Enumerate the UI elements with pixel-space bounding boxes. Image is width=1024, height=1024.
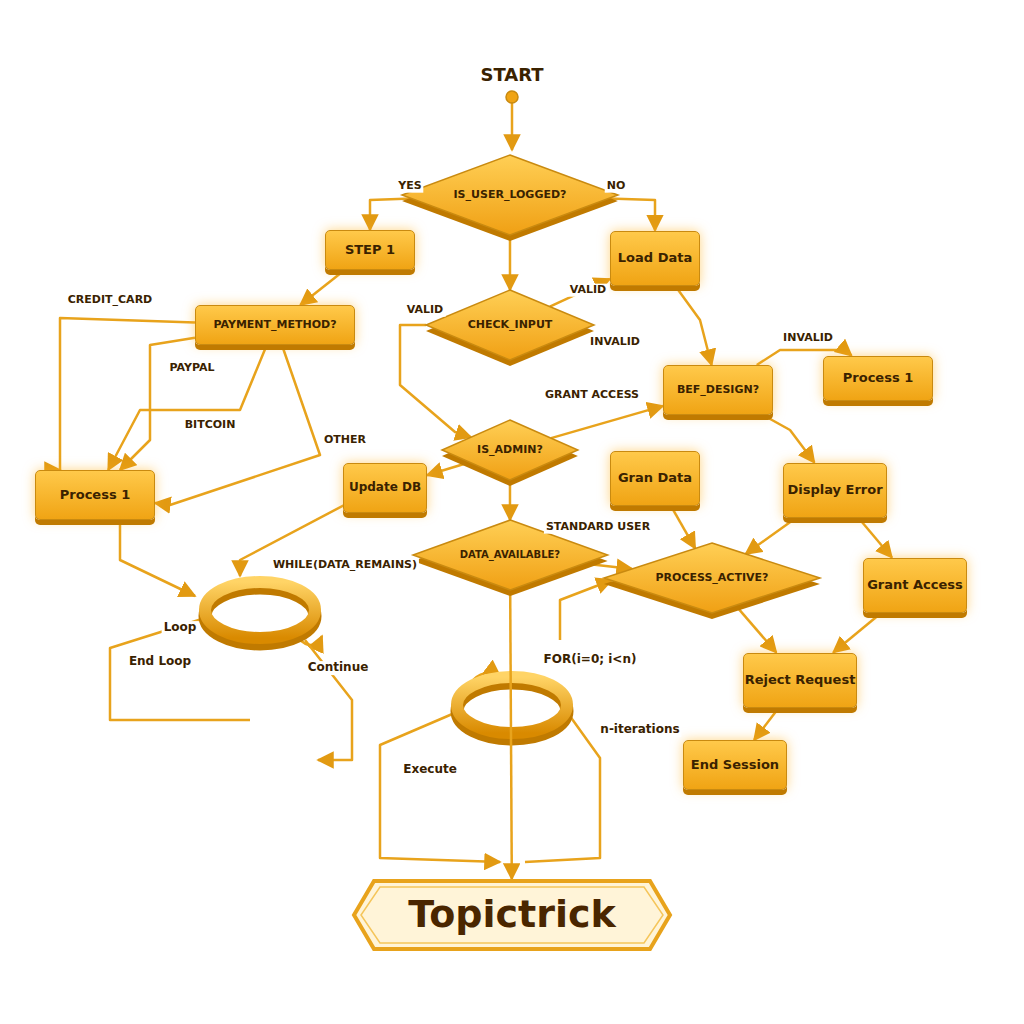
process-box: Grant Access: [863, 558, 967, 613]
flow-connector: [108, 345, 267, 470]
node-text: End Session: [691, 758, 779, 773]
start-dot: [506, 91, 518, 103]
decision-box: BEF_DESIGN?: [663, 365, 773, 415]
flow-connector: [300, 270, 344, 305]
process-box: Process 1: [35, 470, 155, 520]
node-text: CHECK_INPUT: [468, 319, 553, 332]
decision-diamond: CHECK_INPUT: [426, 290, 594, 360]
loop-wire: [305, 640, 352, 760]
flow-connector: [858, 518, 892, 558]
node-text: PROCESS_ACTIVE?: [656, 572, 769, 585]
node-text: Grant Access: [867, 578, 963, 593]
flow-connector: [60, 318, 195, 470]
edge-label: OTHER: [322, 434, 368, 447]
node-text: Topictrick: [408, 893, 615, 937]
loop-label: Continue: [306, 661, 371, 675]
flow-connector: [833, 613, 881, 653]
edge-label: BITCOIN: [183, 419, 238, 432]
loop-label: Loop: [162, 621, 199, 635]
flow-connector: [746, 518, 797, 554]
node-text: IS_USER_LOGGED?: [454, 189, 567, 202]
flow-connector: [509, 480, 512, 520]
edge-label: VALID: [405, 304, 446, 317]
brand-banner: Topictrick: [352, 879, 672, 951]
process-box: End Session: [683, 740, 787, 790]
node-text: Gran Data: [618, 471, 692, 486]
edge-label: STANDARD USER: [544, 521, 652, 534]
node-text: Process 1: [843, 371, 913, 386]
node-text: IS_ADMIN?: [477, 444, 543, 457]
flow-connector: [550, 279, 610, 307]
flow-connector: [609, 198, 655, 230]
decision-diamond: IS_ADMIN?: [442, 420, 578, 480]
node-text: Update DB: [349, 481, 421, 495]
flow-connector: [155, 345, 320, 505]
start-label: START: [478, 65, 545, 86]
process-box: Process 1: [823, 356, 933, 401]
edge-label: NO: [605, 180, 628, 193]
flow-connector: [671, 506, 695, 549]
node-text: Process 1: [60, 488, 130, 503]
edge-label: VALID: [568, 284, 609, 297]
flow-connector: [120, 338, 195, 470]
process-box: Load Data: [610, 231, 700, 286]
node-text: Load Data: [618, 251, 692, 266]
node-text: STEP 1: [345, 243, 395, 258]
loop-label: WHILE(DATA_REMAINS): [271, 559, 419, 572]
edge-label: GRANT ACCESS: [543, 389, 641, 402]
loop-label: n-iterations: [598, 723, 681, 737]
decision-box: PAYMENT_METHOD?: [195, 305, 355, 345]
loop-label: Execute: [401, 763, 459, 777]
decision-diamond: IS_USER_LOGGED?: [402, 155, 618, 235]
flow-connector: [509, 235, 512, 290]
process-box: Update DB: [343, 463, 427, 513]
loop-wire: [560, 580, 612, 640]
flow-connector: [736, 605, 777, 652]
process-box: Gran Data: [610, 451, 700, 506]
loop-label: End Loop: [127, 655, 193, 669]
start-arrow: [511, 102, 514, 150]
flow-connector: [754, 708, 779, 741]
process-box: Reject Request: [743, 653, 857, 708]
while-ring: [205, 582, 315, 644]
node-text: BEF_DESIGN?: [677, 384, 759, 397]
loop-label: FOR(i=0; i<n): [542, 653, 639, 667]
flow-connector: [551, 406, 663, 438]
edge-label: PAYPAL: [167, 362, 216, 375]
loop-label: INVALID: [588, 336, 642, 349]
node-text: Reject Request: [745, 673, 856, 688]
flow-connector: [510, 590, 512, 879]
decision-diamond: PROCESS_ACTIVE?: [604, 543, 820, 613]
edge-label: INVALID: [781, 332, 835, 345]
process-box: Display Error: [783, 463, 887, 518]
flow-connector: [763, 415, 814, 463]
edge-label: YES: [396, 180, 423, 193]
flow-connector: [675, 286, 712, 366]
node-text: DATA_AVAILABLE?: [460, 549, 560, 561]
flow-connector: [370, 199, 412, 230]
node-text: Display Error: [787, 483, 882, 498]
process-box: STEP 1: [325, 230, 415, 270]
node-text: PAYMENT_METHOD?: [213, 319, 336, 332]
edge-label: CREDIT_CARD: [66, 294, 154, 307]
loop-wire: [120, 522, 195, 596]
